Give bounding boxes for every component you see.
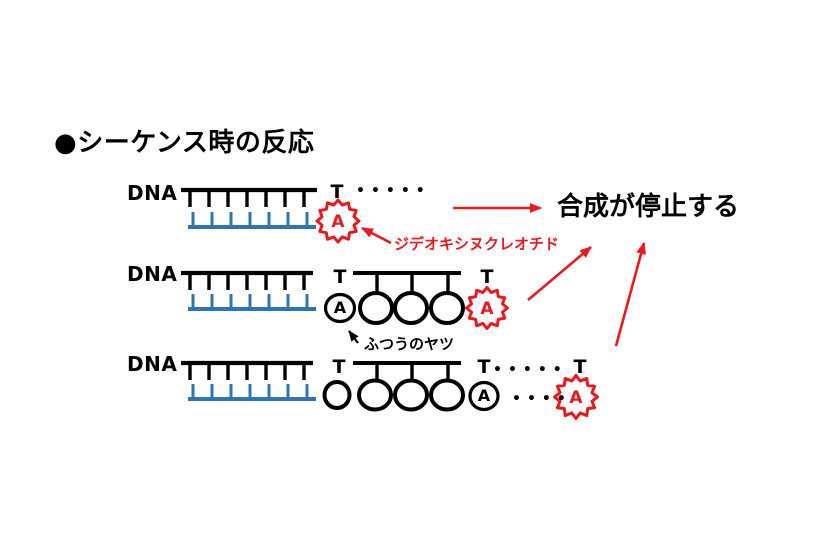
row2-template-strand-ticks: [188, 273, 306, 290]
row2-template-overhang: [353, 271, 461, 292]
row2-normal-nucleotide-a-circle: [323, 292, 357, 324]
row3-dna-label: DNA: [127, 352, 177, 376]
row3-nucleotide-oval-1: [357, 378, 393, 412]
row3-ddntp-seal: [553, 374, 599, 420]
row3-synthesis-stops-arrow: [614, 242, 646, 347]
normal-nucleotide-pointer-arrow: [348, 330, 359, 344]
row2-template-base-t2: T: [481, 266, 494, 288]
row2-primer-strand-ticks: [191, 294, 309, 309]
row3-nucleotide-oval-3: [429, 378, 465, 412]
normal-nucleotide-label: ふつうのヤツ: [364, 335, 455, 353]
row3-normal-base-a: A: [478, 386, 491, 405]
row2-ddntp-seal: [465, 286, 509, 330]
row3-continuation-dots-bottom: ••••: [512, 391, 572, 407]
row2-template-base-t1: T: [334, 266, 347, 288]
row3-nucleotide-circle-plain: [322, 380, 352, 410]
row2-nucleotide-oval-3: [429, 291, 465, 325]
row1-template-base-t: T: [331, 181, 344, 203]
row1-ddntp-seal: [315, 198, 361, 244]
row1-strand-pair: [181, 187, 317, 229]
row1-primer-strand-ticks: [191, 212, 309, 227]
row3-template-strand-ticks: [188, 363, 306, 380]
row2-dna-label: DNA: [127, 262, 177, 286]
row3-ddntp-base-a: A: [569, 388, 583, 408]
row3-nucleotide-oval-2: [393, 378, 429, 412]
row1-continuation-dots: •••••: [356, 183, 431, 199]
row3-normal-nucleotide-a-circle: [468, 380, 500, 412]
row1-ddntp-base-a: A: [331, 212, 345, 232]
synthesis-stops-label: 合成が停止する: [557, 192, 740, 222]
row2-strand-pair: [181, 270, 316, 311]
row3-primer-strand-ticks: [191, 384, 309, 399]
row3-template-base-t1: T: [333, 356, 346, 378]
row2-overhang-ticks: [375, 273, 450, 292]
row2-ddntp-base-a: A: [480, 299, 494, 319]
row3-template-base-t2: T: [478, 356, 491, 378]
page-title: ●シーケンス時の反応: [54, 122, 314, 159]
row2-nucleotide-oval-1: [358, 291, 394, 325]
row2-nucleotide-oval-2: [393, 291, 429, 325]
row3-strand-pair: [181, 360, 316, 401]
row1-template-strand-ticks: [188, 190, 306, 207]
bullet-icon: ●: [54, 128, 78, 158]
row3-template-base-t3: T: [574, 356, 587, 378]
dideoxynucleotide-label: ジデオキシヌクレオチド: [394, 235, 560, 253]
title-text: シーケンス時の反応: [77, 128, 315, 158]
dideoxynucleotide-pointer-arrow: [361, 226, 392, 245]
row1-dna-label: DNA: [127, 181, 177, 205]
row3-continuation-dots-top: •••••: [493, 362, 568, 378]
row2-normal-base-a: A: [334, 298, 347, 317]
row2-synthesis-stops-arrow: [527, 246, 592, 301]
